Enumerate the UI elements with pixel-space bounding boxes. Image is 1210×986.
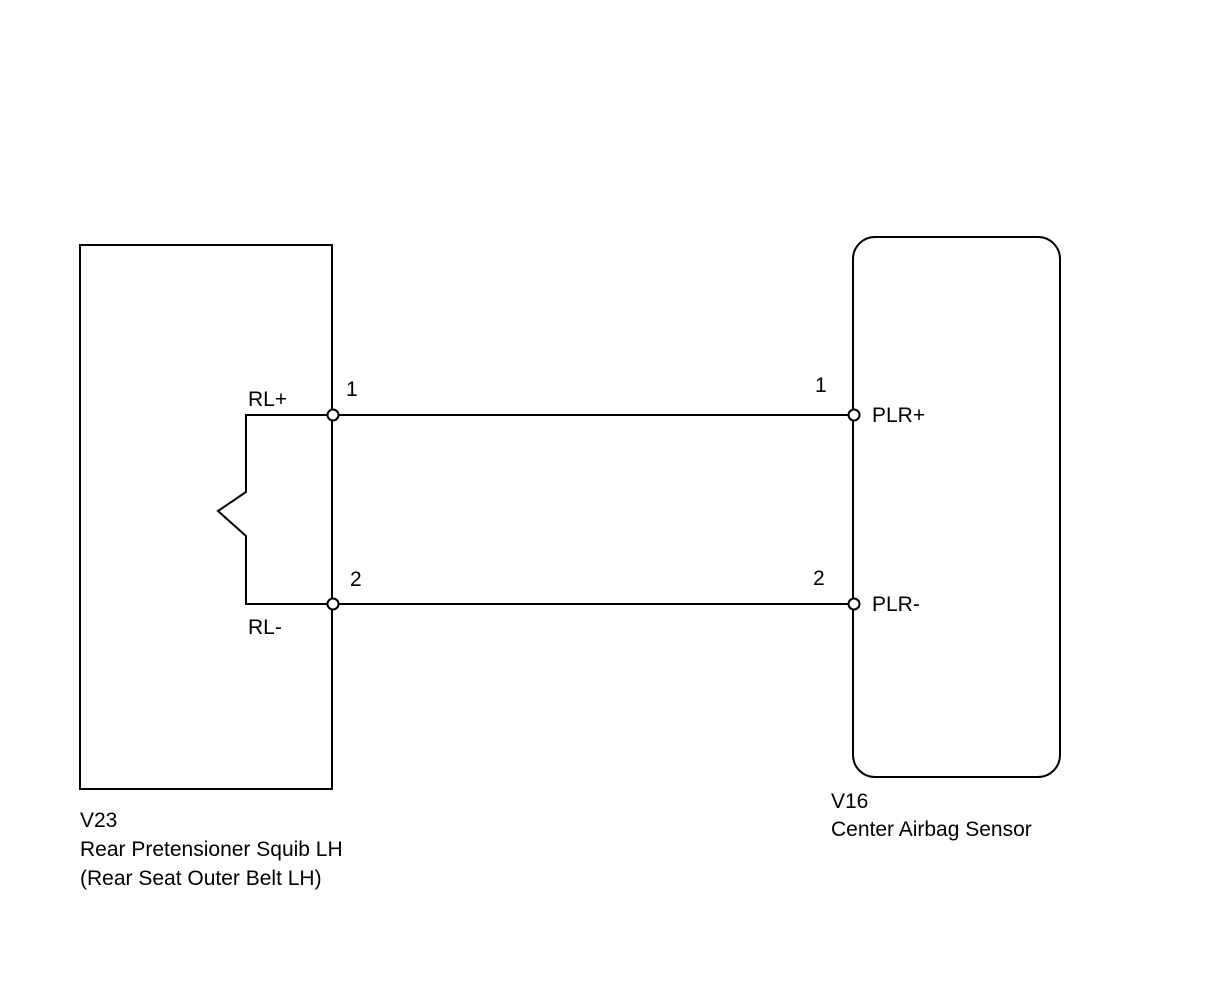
left-component-code: V23 [80,809,117,832]
terminal-left-1 [326,408,340,422]
right-component-name: Center Airbag Sensor [831,818,1032,841]
right-signal-2-label: PLR- [872,593,920,616]
squib-resistor-symbol [216,414,332,605]
left-component-name: Rear Pretensioner Squib LH [80,838,343,861]
right-signal-1-label: PLR+ [872,404,925,427]
right-component-code: V16 [831,790,868,813]
left-signal-2-label: RL- [248,616,282,639]
terminal-right-1 [847,408,861,422]
left-component-subname: (Rear Seat Outer Belt LH) [80,867,322,890]
left-signal-1-label: RL+ [248,388,287,411]
left-component-box [79,244,333,790]
terminal-right-2 [847,597,861,611]
left-pin-2-label: 2 [350,568,362,591]
terminal-left-2 [326,597,340,611]
right-component-box [852,236,1061,778]
right-pin-2-label: 2 [813,567,825,590]
right-pin-1-label: 1 [815,374,827,397]
left-pin-1-label: 1 [346,378,358,401]
